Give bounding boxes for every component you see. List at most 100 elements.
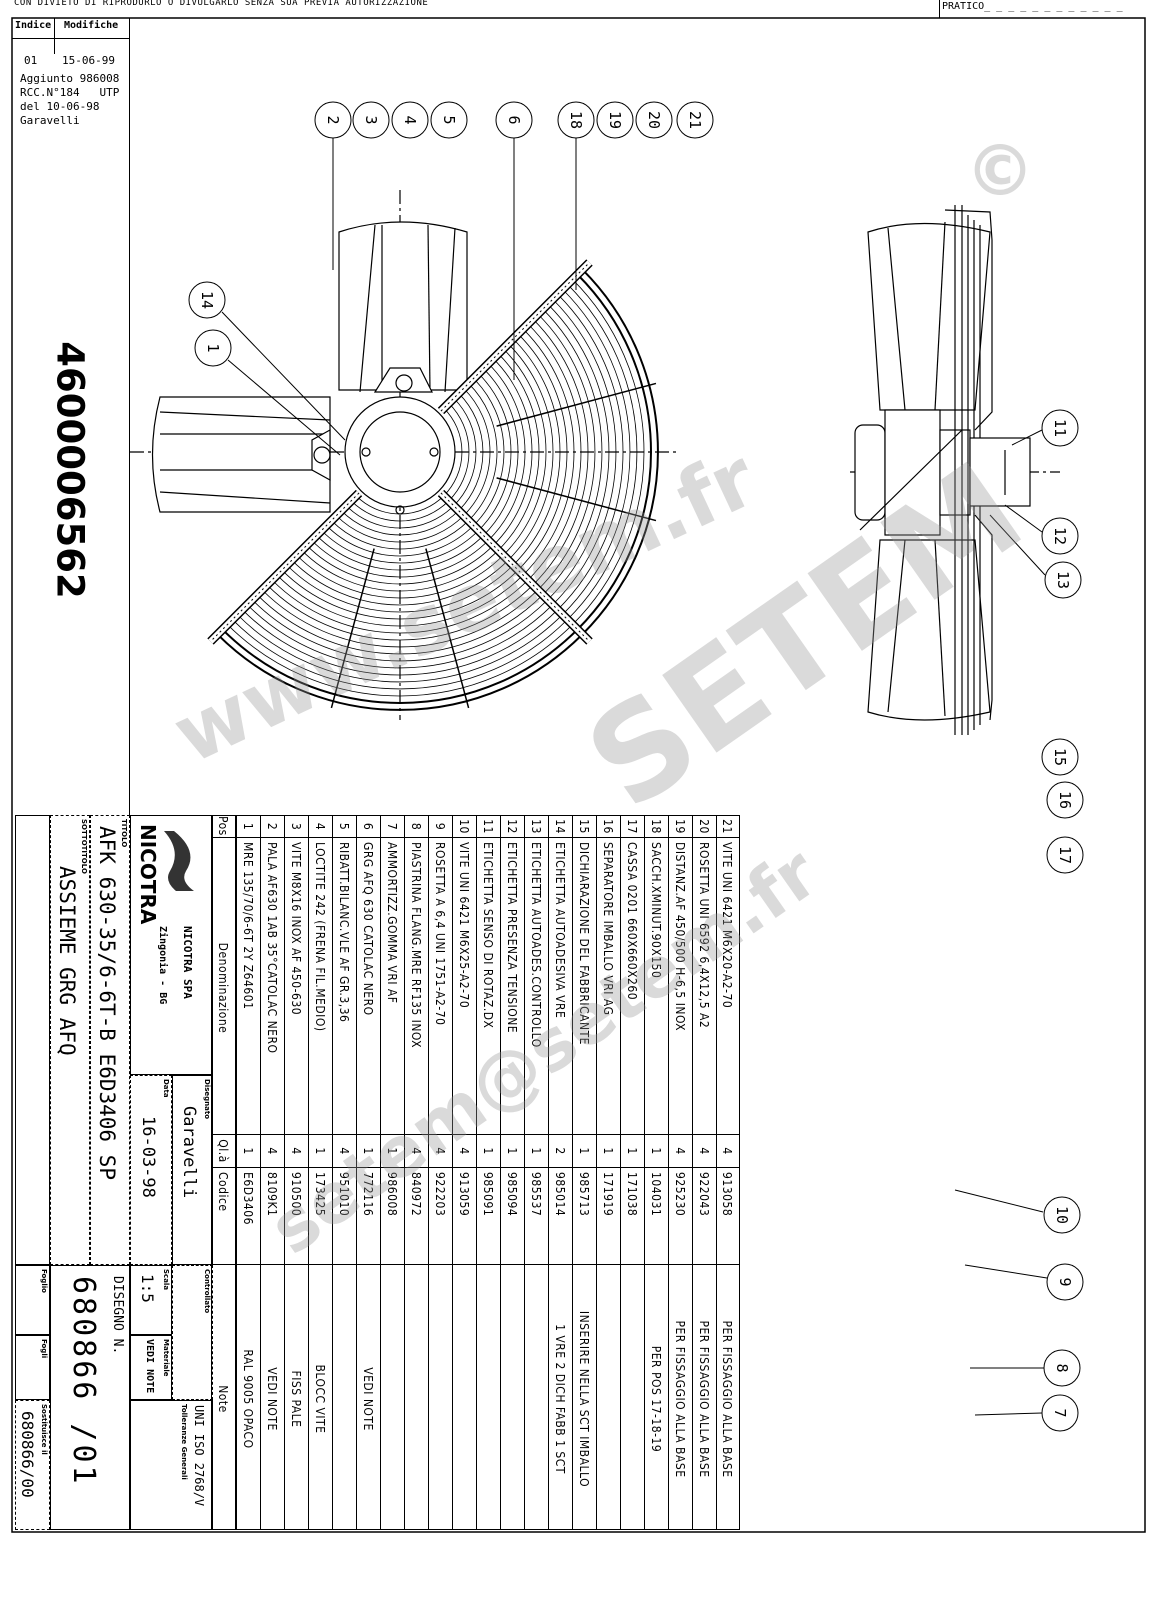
revision-box: Indice Modifiche 01 15-06-99 Aggiunto 98… [12,18,130,815]
bom-cell-den: AMMORTIZZ.GOMMA VRI AF [380,838,404,1135]
bom-cell-pos: 20 [692,815,716,838]
bom-cell-den: MRE 135/70/6-6T 2Y Z64601 [236,838,260,1135]
sostituisce-value: 680866/00 [18,1411,37,1498]
balloon-number: 3 [362,115,380,124]
balloon-11 [1041,409,1079,447]
balloon-number: 20 [645,111,663,129]
titolo-label: TITOLO [120,819,128,848]
bom-cell-note [332,1265,356,1530]
disegno-value: 680866 /01 [66,1276,101,1487]
bom-cell-note [500,1265,524,1530]
header-denominazione: Denominazione [211,838,235,1135]
balloon-number: 18 [567,111,585,129]
guard-spoke [496,382,657,427]
bom-cell-pos: 2 [260,815,284,838]
bom-cell-note: PER FISSAGGIO ALLA BASE [692,1265,716,1530]
bom-cell-pos: 1 [236,815,260,838]
drawing-frame [11,17,1146,1533]
header-qty: Ql.à [211,1135,235,1168]
bom-cell-pos: 4 [308,815,332,838]
controllato-label: Controllato [203,1269,211,1314]
bom-cell-qty: 4 [284,1135,308,1168]
bom-cell-den: LOCTITE 242 (FRENA FIL.MEDIO) [308,838,332,1135]
bom-cell-cod: 171919 [596,1168,620,1265]
data-label: Data [162,1079,170,1098]
watermark-copyright: © [965,130,1035,212]
controllato-cell: Controllato [172,1265,213,1400]
bom-cell-note: 1 VRE 2 DICH FABB 1 SCT [548,1265,572,1530]
leader-line [989,514,1046,576]
front-view [130,190,680,720]
bom-cell-qty: 1 [620,1135,644,1168]
balloon-number: 7 [1051,1408,1069,1417]
bom-cell-note: INSERIRE NELLA SCT IMBALLO [572,1265,596,1530]
guard-support-bar [440,262,590,412]
bom-cell-note [452,1265,476,1530]
balloon-21 [676,101,714,139]
bom-cell-cod: 913059 [452,1168,476,1265]
balloon-number: 13 [1054,571,1072,589]
titolo-cell: TITOLO AFK 630-35/6-6T-B E6D3406 SP [90,815,130,1265]
leader-line [954,1189,1044,1213]
pratico-field: PRATICO_ _ _ _ _ _ _ _ _ _ _ _ [942,1,1123,12]
balloon-13 [1044,561,1082,599]
balloon-8 [1043,1349,1081,1387]
header-codice: Codice [211,1168,235,1265]
bom-cell-den: VITE M8X16 INOX AF 450-630 [284,838,308,1135]
bom-cell-pos: 11 [476,815,500,838]
leader-line [227,359,341,456]
balloon-5 [430,101,468,139]
balloon-15 [1041,738,1079,776]
bom-cell-pos: 7 [380,815,404,838]
revision-index-header: Indice [15,20,52,31]
leader-line [1011,429,1043,446]
bom-cell-note [428,1265,452,1530]
bom-cell-cod: 925230 [668,1168,692,1265]
disegno-label: DISEGNO N. [110,1276,125,1355]
bom-cell-pos: 21 [716,815,740,838]
foglio-label: Foglio [40,1269,48,1293]
balloon-number: 15 [1051,748,1069,766]
nicotra-logo-icon [164,831,194,891]
disegnato-value: Garavelli [179,1106,199,1199]
disegnato-cell: Disegnato Garavelli [172,1075,213,1265]
bom-cell-qty: 2 [548,1135,572,1168]
company-location: Zingonia - BG [157,926,168,1005]
disegno-cell: DISEGNO N. 680866 /01 [50,1265,130,1530]
side-view [850,205,1060,735]
scala-cell: Scala 1:5 [130,1265,172,1335]
fogli-cell: Fogli [15,1335,50,1400]
balloon-4 [391,101,429,139]
bom-cell-note: VEDI NOTE [356,1265,380,1530]
blade-top [338,221,468,391]
bom-cell-den: RIBATT.BILANC.VLE AF GR.3,36 [332,838,356,1135]
bom-cell-den: GRG AFQ 630 CATOLAC NERO [356,838,380,1135]
balloon-number: 10 [1053,1206,1071,1224]
balloon-9 [1046,1263,1084,1301]
titolo-value: AFK 630-35/6-6T-B E6D3406 SP [95,826,119,1181]
balloon-number: 1 [204,343,222,352]
balloon-number: 21 [686,111,704,129]
bom-cell-pos: 13 [524,815,548,838]
divider [54,18,55,54]
bom-header-row: Pos. Denominazione Ql.à Codice Note [211,815,236,1530]
balloon-number: 8 [1053,1363,1071,1372]
balloon-number: 4 [401,115,419,124]
scala-value: 1:5 [138,1274,157,1303]
bom-cell-pos: 9 [428,815,452,838]
tolleranze-value: UNI ISO 2768/V [192,1405,206,1507]
bom-cell-cod: 922043 [692,1168,716,1265]
materiale-value: VEDI NOTE [144,1339,155,1394]
logo-text: NICOTRA [136,824,160,925]
balloon-20 [635,101,673,139]
bom-cell-note: PER POS 17-18-19 [644,1265,668,1530]
header-note: Note [211,1265,235,1530]
balloon-10 [1043,1196,1081,1234]
